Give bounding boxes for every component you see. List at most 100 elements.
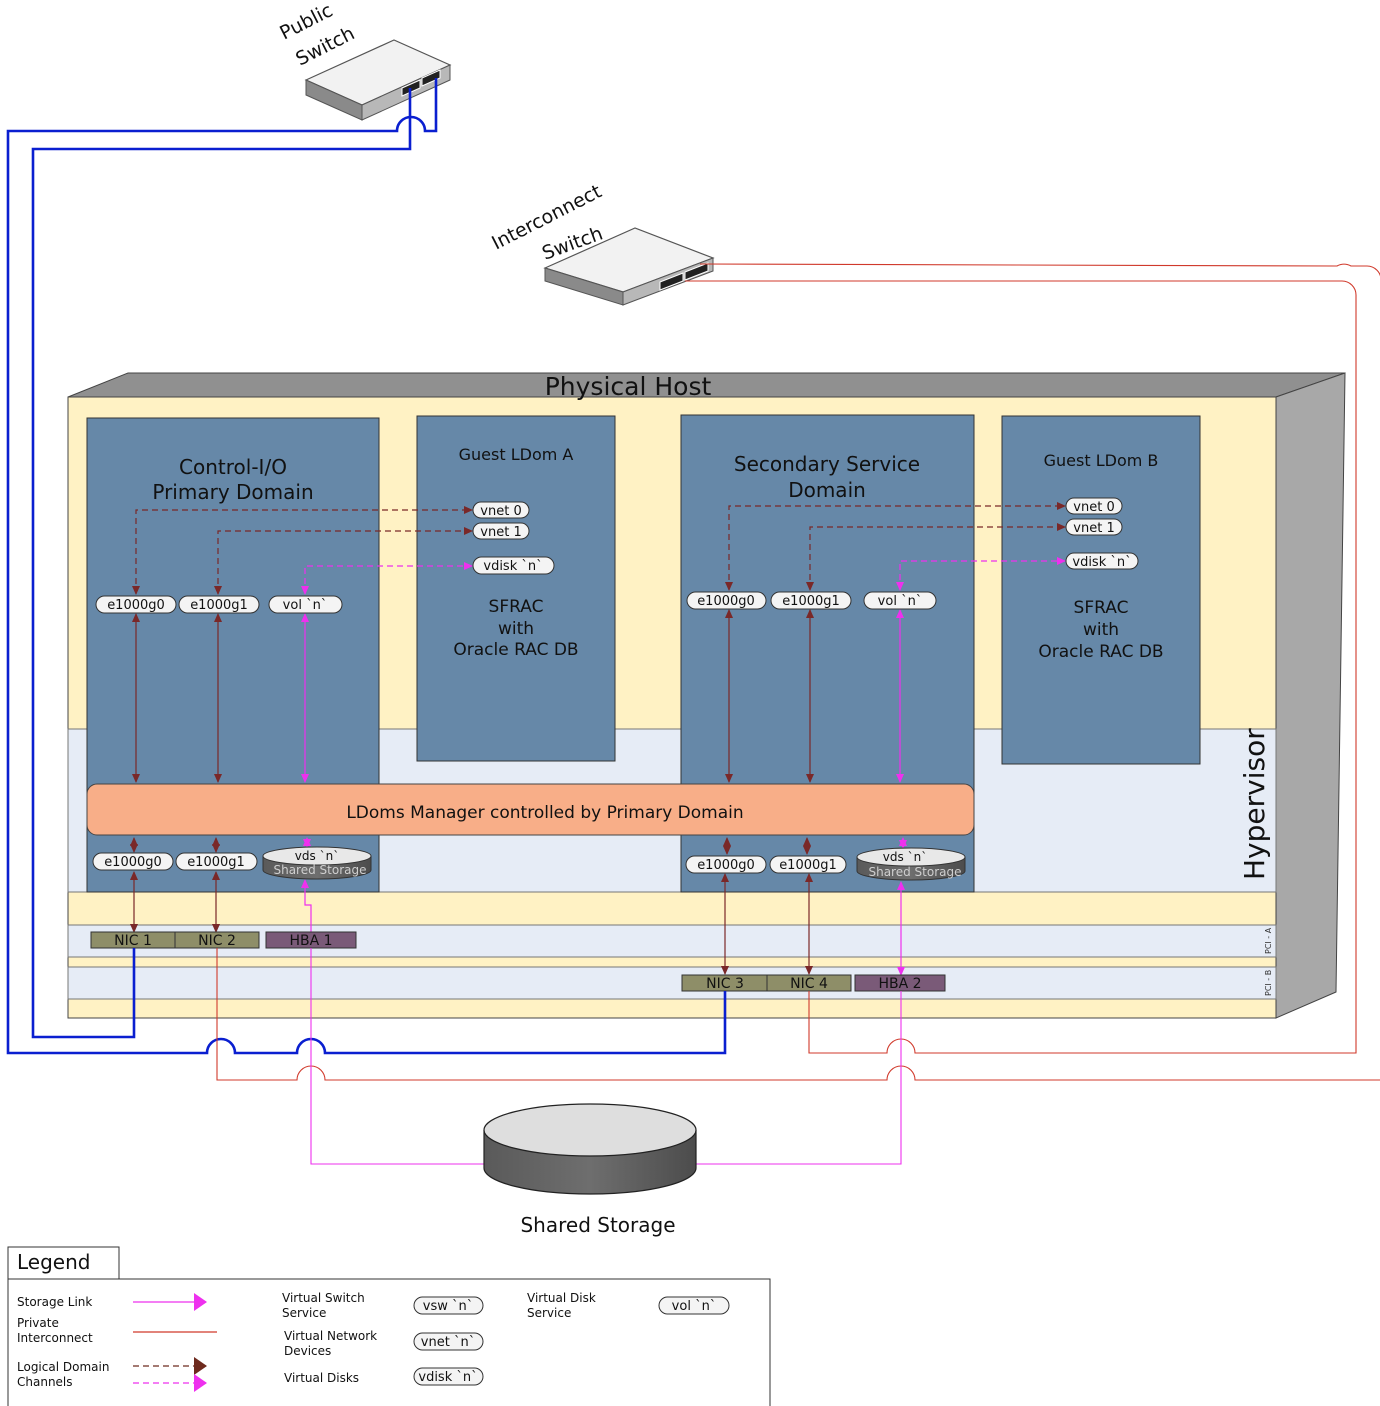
ldc-primary-vnet1: [214, 527, 473, 595]
adapter-nic4: NIC 4: [766, 974, 852, 992]
device-label: e1000g1: [190, 598, 248, 613]
device-vnet0-guest-b: vnet 0: [1065, 497, 1123, 515]
device-label: vol `n`: [283, 598, 328, 613]
device-e1000g1-secondary: e1000g1: [770, 591, 852, 610]
hypervisor-label: Hypervisor: [1238, 728, 1271, 880]
legend-ldc-line2: Channels: [17, 1375, 73, 1389]
device-label: e1000g1: [782, 594, 840, 609]
device-label: e1000g0: [107, 598, 165, 613]
switch-ports-icon: [659, 262, 709, 291]
vds-secondary-label: vds `n`: [883, 850, 927, 864]
pci-b-bus: [67, 966, 1277, 1000]
device-label: vol `n`: [878, 594, 923, 609]
hba2-label: HBA 2: [878, 976, 921, 992]
device-vdisk-guest-b: vdisk `n`: [1065, 552, 1139, 570]
device-e1000g0-secondary-lower: e1000g0: [685, 855, 767, 874]
legend-vds-line2: Service: [527, 1306, 571, 1320]
guest-ldom-b-app-line2: with: [1083, 620, 1119, 640]
device-e1000g1-primary-lower: e1000g1: [175, 852, 258, 871]
legend-vol-symbol: vol `n`: [658, 1296, 730, 1315]
legend-vsw-line1: Virtual Switch: [282, 1291, 365, 1305]
legend-private-line1: Private: [17, 1316, 59, 1330]
guest-ldom-b-app-line3: Oracle RAC DB: [1038, 642, 1163, 662]
adapter-hba2: HBA 2: [854, 974, 946, 992]
device-e1000g1-secondary-lower: e1000g1: [769, 855, 847, 874]
logical-domain-channels: [132, 502, 1066, 595]
adapter-nic1: NIC 1: [90, 931, 176, 949]
shared-storage-disk-icon: Shared Storage: [483, 1103, 697, 1237]
vds-secondary-disk-icon: vds `n` Shared Storage: [856, 847, 966, 881]
legend-vdisks: Virtual Disks: [284, 1371, 359, 1385]
pci-b-label: PCI - B: [1264, 970, 1273, 996]
device-e1000g0-primary: e1000g0: [95, 595, 177, 614]
private-interconnect-links: [216, 263, 1380, 1081]
adapter-nic3: NIC 3: [681, 974, 768, 992]
storage-links: [310, 948, 902, 1165]
legend-vsw-line2: Service: [282, 1306, 326, 1320]
guest-ldom-a: Guest LDom A SFRAC with Oracle RAC DB: [416, 415, 616, 762]
interconnect-switch: Interconnect Switch: [488, 180, 715, 306]
guest-ldom-b-app-line1: SFRAC: [1074, 598, 1129, 618]
device-label: e1000g1: [187, 855, 245, 870]
device-label: e1000g1: [779, 858, 837, 873]
legend-private-line2: Interconnect: [17, 1331, 93, 1345]
device-e1000g0-secondary: e1000g0: [686, 591, 767, 610]
device-e1000g0-primary-lower: e1000g0: [92, 852, 174, 871]
guest-ldom-a-title: Guest LDom A: [459, 445, 574, 464]
legend-vdisk-symbol: vdisk `n`: [413, 1367, 484, 1386]
pci-a-label: PCI - A: [1264, 927, 1273, 954]
legend-title: Legend: [17, 1250, 90, 1274]
ldc-primary-vnet0: [132, 506, 473, 595]
device-vol-secondary: vol `n`: [863, 591, 937, 610]
device-vnet1-guest-b: vnet 1: [1065, 518, 1123, 536]
legend-vol-symbol-label: vol `n`: [672, 1299, 717, 1314]
secondary-domain-title-line1: Secondary Service: [734, 452, 920, 476]
legend-vnet-symbol: vnet `n`: [413, 1332, 484, 1351]
physical-host-title: Physical Host: [545, 372, 712, 401]
public-switch: Public Switch: [276, 0, 452, 121]
nic2-label: NIC 2: [198, 933, 236, 949]
secondary-domain-title-line2: Domain: [788, 478, 866, 502]
device-label: vnet 1: [480, 525, 521, 540]
ldoms-manager-label: LDoms Manager controlled by Primary Doma…: [346, 803, 743, 823]
nic3-label: NIC 3: [706, 976, 744, 992]
vds-secondary-sublabel: Shared Storage: [868, 865, 961, 879]
legend-vdisk-symbol-label: vdisk `n`: [418, 1370, 477, 1385]
vds-primary-disk-icon: vds `n` Shared Storage: [262, 846, 372, 880]
legend-ldc-line1: Logical Domain: [17, 1360, 109, 1374]
nic1-label: NIC 1: [114, 933, 152, 949]
legend-vds-line1: Virtual Disk: [527, 1291, 596, 1305]
ldoms-manager: LDoms Manager controlled by Primary Doma…: [86, 783, 975, 836]
guest-ldom-b: Guest LDom B SFRAC with Oracle RAC DB: [1001, 415, 1201, 765]
vds-primary-sublabel: Shared Storage: [273, 863, 366, 877]
device-vol-primary: vol `n`: [268, 595, 343, 614]
legend-vnet-symbol-label: vnet `n`: [421, 1335, 475, 1350]
device-e1000g1-primary: e1000g1: [178, 595, 260, 614]
primary-domain-title-line1: Control-I/O: [179, 455, 287, 479]
legend-storage-link: Storage Link: [17, 1295, 92, 1309]
device-label: vdisk `n`: [1072, 555, 1131, 570]
nic4-label: NIC 4: [790, 976, 828, 992]
guest-ldom-a-app-line1: SFRAC: [489, 597, 544, 617]
guest-ldom-a-app-line3: Oracle RAC DB: [453, 640, 578, 660]
device-vnet1-guest-a: vnet 1: [472, 522, 530, 540]
legend-vsw-symbol: vsw `n`: [413, 1296, 484, 1315]
guest-ldom-a-app-line2: with: [498, 619, 534, 639]
ldc-secondary-vnet0: [725, 502, 1066, 591]
primary-domain-title-line2: Primary Domain: [152, 480, 313, 504]
legend-vnet-line1: Virtual Network: [284, 1329, 377, 1343]
public-network-links: [6, 78, 727, 1055]
adapter-nic2: NIC 2: [174, 931, 260, 949]
device-label: vnet 1: [1073, 521, 1114, 536]
device-label: e1000g0: [697, 858, 755, 873]
guest-ldom-b-title: Guest LDom B: [1044, 451, 1159, 470]
vds-primary-label: vds `n`: [295, 849, 339, 863]
shared-storage-label: Shared Storage: [520, 1213, 675, 1237]
hba1-label: HBA 1: [289, 933, 332, 949]
ldc-secondary-vnet1: [806, 523, 1066, 591]
device-links: [130, 609, 907, 976]
device-vnet0-guest-a: vnet 0: [472, 501, 530, 519]
device-label: vnet 0: [1073, 500, 1114, 515]
device-vdisk-guest-a: vdisk `n`: [472, 556, 555, 575]
